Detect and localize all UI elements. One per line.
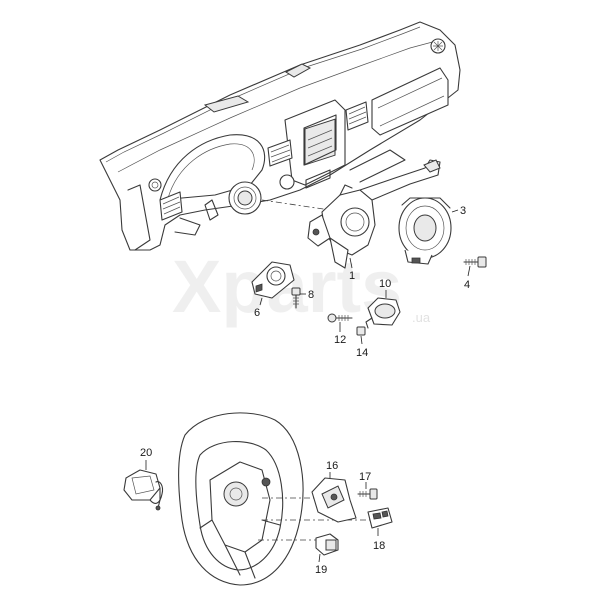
part-12-wiring-harness bbox=[123, 469, 164, 511]
callout-18: 10 bbox=[379, 278, 391, 290]
callout-4: 4 bbox=[464, 279, 470, 291]
part-20-nut bbox=[356, 326, 366, 336]
part-3-clock-spring bbox=[398, 197, 452, 265]
part-19-screw bbox=[327, 313, 353, 323]
instrument-cluster-hood bbox=[159, 134, 266, 201]
callout-3: 3 bbox=[460, 205, 466, 217]
part-17-bolt bbox=[291, 287, 301, 309]
part-1-column-switch bbox=[307, 159, 441, 269]
callout-20: 14 bbox=[356, 347, 368, 359]
callout-1: 1 bbox=[349, 270, 355, 282]
radio-unit bbox=[303, 114, 337, 166]
callout-10: 18 bbox=[373, 540, 385, 552]
part-6-connector bbox=[315, 533, 339, 556]
callout-16: 6 bbox=[254, 307, 260, 319]
part-4-screw bbox=[463, 256, 487, 268]
side-vent-round bbox=[148, 178, 162, 192]
watermark-brand: Xparts bbox=[172, 245, 402, 328]
defroster-vent bbox=[203, 95, 250, 113]
part-16-light-switch bbox=[251, 261, 295, 299]
dashboard-assembly bbox=[99, 21, 461, 251]
watermark-domain: .ua bbox=[412, 310, 431, 325]
steering-wheel bbox=[178, 412, 304, 586]
callout-14: 17 bbox=[359, 471, 371, 483]
callout-6: 19 bbox=[315, 564, 327, 576]
assembly-line-column bbox=[261, 199, 331, 211]
glovebox bbox=[371, 67, 449, 136]
part-18-sensor bbox=[365, 297, 401, 329]
callout-17: 8 bbox=[308, 289, 314, 301]
wiper-stalk bbox=[359, 159, 441, 201]
part-8-multifunction-switch bbox=[311, 477, 357, 523]
part-10-switch-module bbox=[367, 507, 393, 529]
ignition-switch bbox=[279, 174, 295, 190]
callout-8: 16 bbox=[326, 460, 338, 472]
callout-12: 20 bbox=[140, 447, 152, 459]
part-14-screw bbox=[357, 488, 378, 500]
callout-19: 12 bbox=[334, 334, 346, 346]
